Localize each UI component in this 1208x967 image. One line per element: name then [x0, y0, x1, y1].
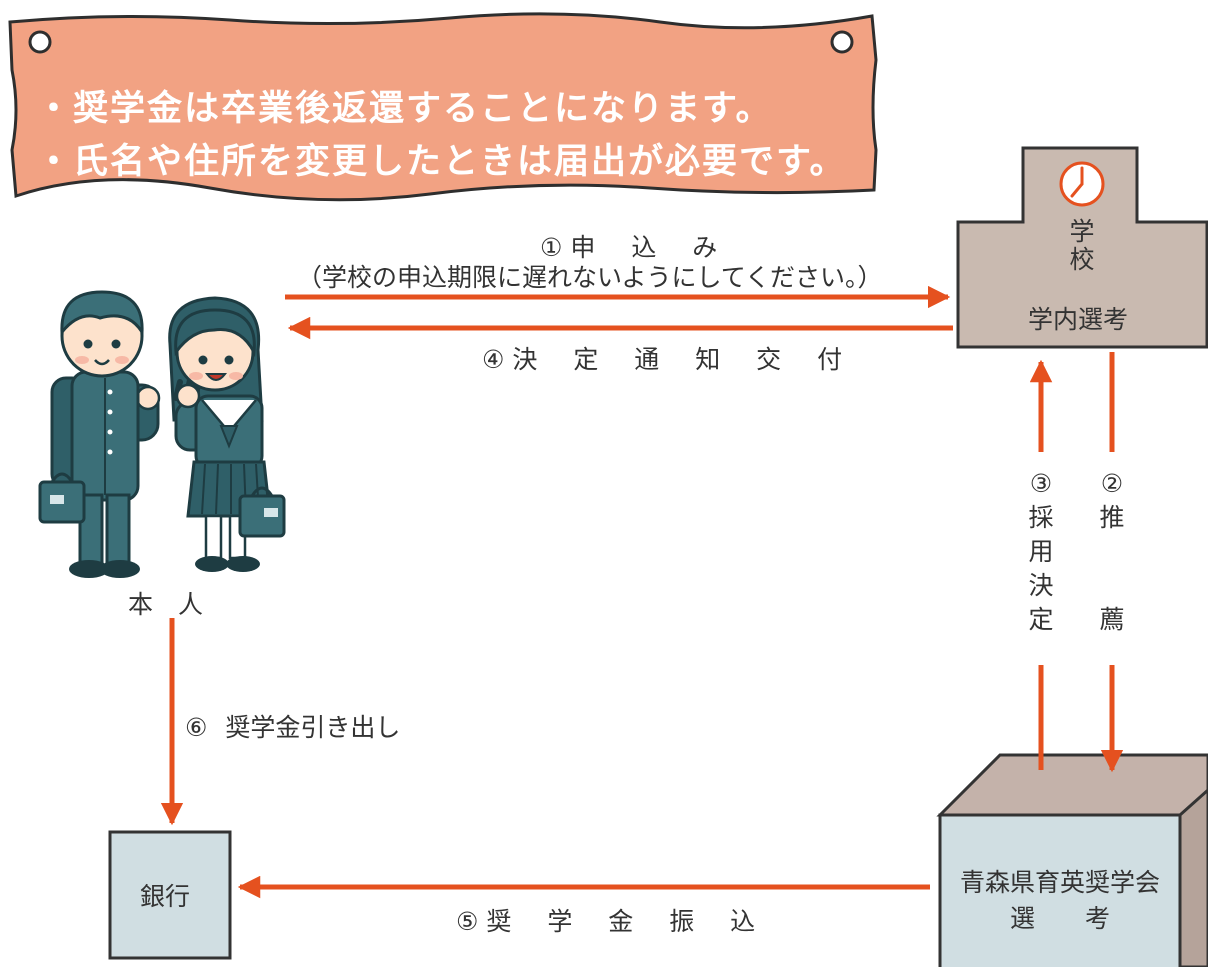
school-name-char-1: 学 — [1069, 217, 1095, 246]
step-5-text: 奨 学 金 振 込 — [486, 907, 770, 936]
step-1-number: ① — [540, 233, 563, 262]
notice-line-1: ・奨学金は卒業後返還することになります。 — [36, 89, 773, 129]
step-3-char-2: 用 — [1028, 537, 1054, 566]
step-5-label: ⑤ 奨 学 金 振 込 — [456, 902, 769, 938]
pin-hole-right-icon — [830, 30, 854, 54]
foundation-box-front — [938, 813, 1182, 967]
boy-student — [38, 290, 161, 578]
step-6-text: 奨学金引き出し — [225, 713, 401, 742]
foundation-box-side — [1178, 787, 1208, 967]
step-3-char-3: 決 — [1028, 571, 1054, 600]
step-3-label: ③ 採 用 決 定 — [1024, 467, 1058, 637]
foundation-name: 青森県育英奨学会 — [959, 868, 1160, 897]
bank-box — [108, 830, 232, 960]
school-selection-label: 学内選考 — [1028, 305, 1129, 334]
girl-student — [168, 296, 286, 572]
step-4-label: ④ 決 定 通 知 交 付 — [482, 340, 856, 376]
step-6-number: ⑥ — [185, 713, 208, 742]
step-1-note: （学校の申込期限に遅れないようにしてください。） — [297, 263, 883, 292]
step-1-text: 申 込 み — [570, 233, 732, 262]
notice-board — [8, 12, 878, 202]
notice-line-2: ・氏名や住所を変更したときは届出が必要です。 — [36, 142, 847, 182]
step-2-char-2 — [1095, 535, 1129, 569]
step-2-number: ② — [1100, 469, 1124, 498]
school-name-char-2: 校 — [1069, 245, 1095, 274]
step-2-char-1: 推 — [1099, 503, 1125, 532]
step-4-number: ④ — [482, 345, 505, 374]
step-4-text: 決 定 通 知 交 付 — [512, 345, 857, 374]
step-3-number: ③ — [1029, 469, 1053, 498]
foundation-selection: 選 考 — [1009, 904, 1110, 933]
foundation-box — [936, 753, 1208, 967]
students-illustration — [38, 290, 286, 578]
step-2-char-4: 薦 — [1099, 605, 1125, 634]
step-1-label: ① 申 込 み — [540, 228, 731, 264]
flow-arrows — [160, 285, 1124, 899]
student-label: 本 人 — [128, 590, 204, 619]
bank-label: 銀行 — [140, 882, 191, 911]
notice-board-background — [8, 12, 878, 202]
step-2-label: ② 推 薦 — [1095, 467, 1129, 637]
clock-icon — [1059, 161, 1105, 207]
step-2-char-3 — [1095, 569, 1129, 603]
step-6-label: ⑥ 奨学金引き出し — [185, 708, 400, 744]
school-building — [956, 146, 1208, 349]
school-building-shape — [956, 146, 1208, 349]
school-name: 学 校 — [1068, 218, 1096, 274]
foundation-label: 青森県育英奨学会 選 考 — [944, 865, 1176, 937]
step-3-char-4: 定 — [1028, 605, 1054, 634]
step-5-number: ⑤ — [456, 907, 479, 936]
pin-hole-left-icon — [28, 30, 52, 54]
step-3-char-1: 採 — [1028, 503, 1054, 532]
foundation-box-top — [936, 753, 1208, 817]
